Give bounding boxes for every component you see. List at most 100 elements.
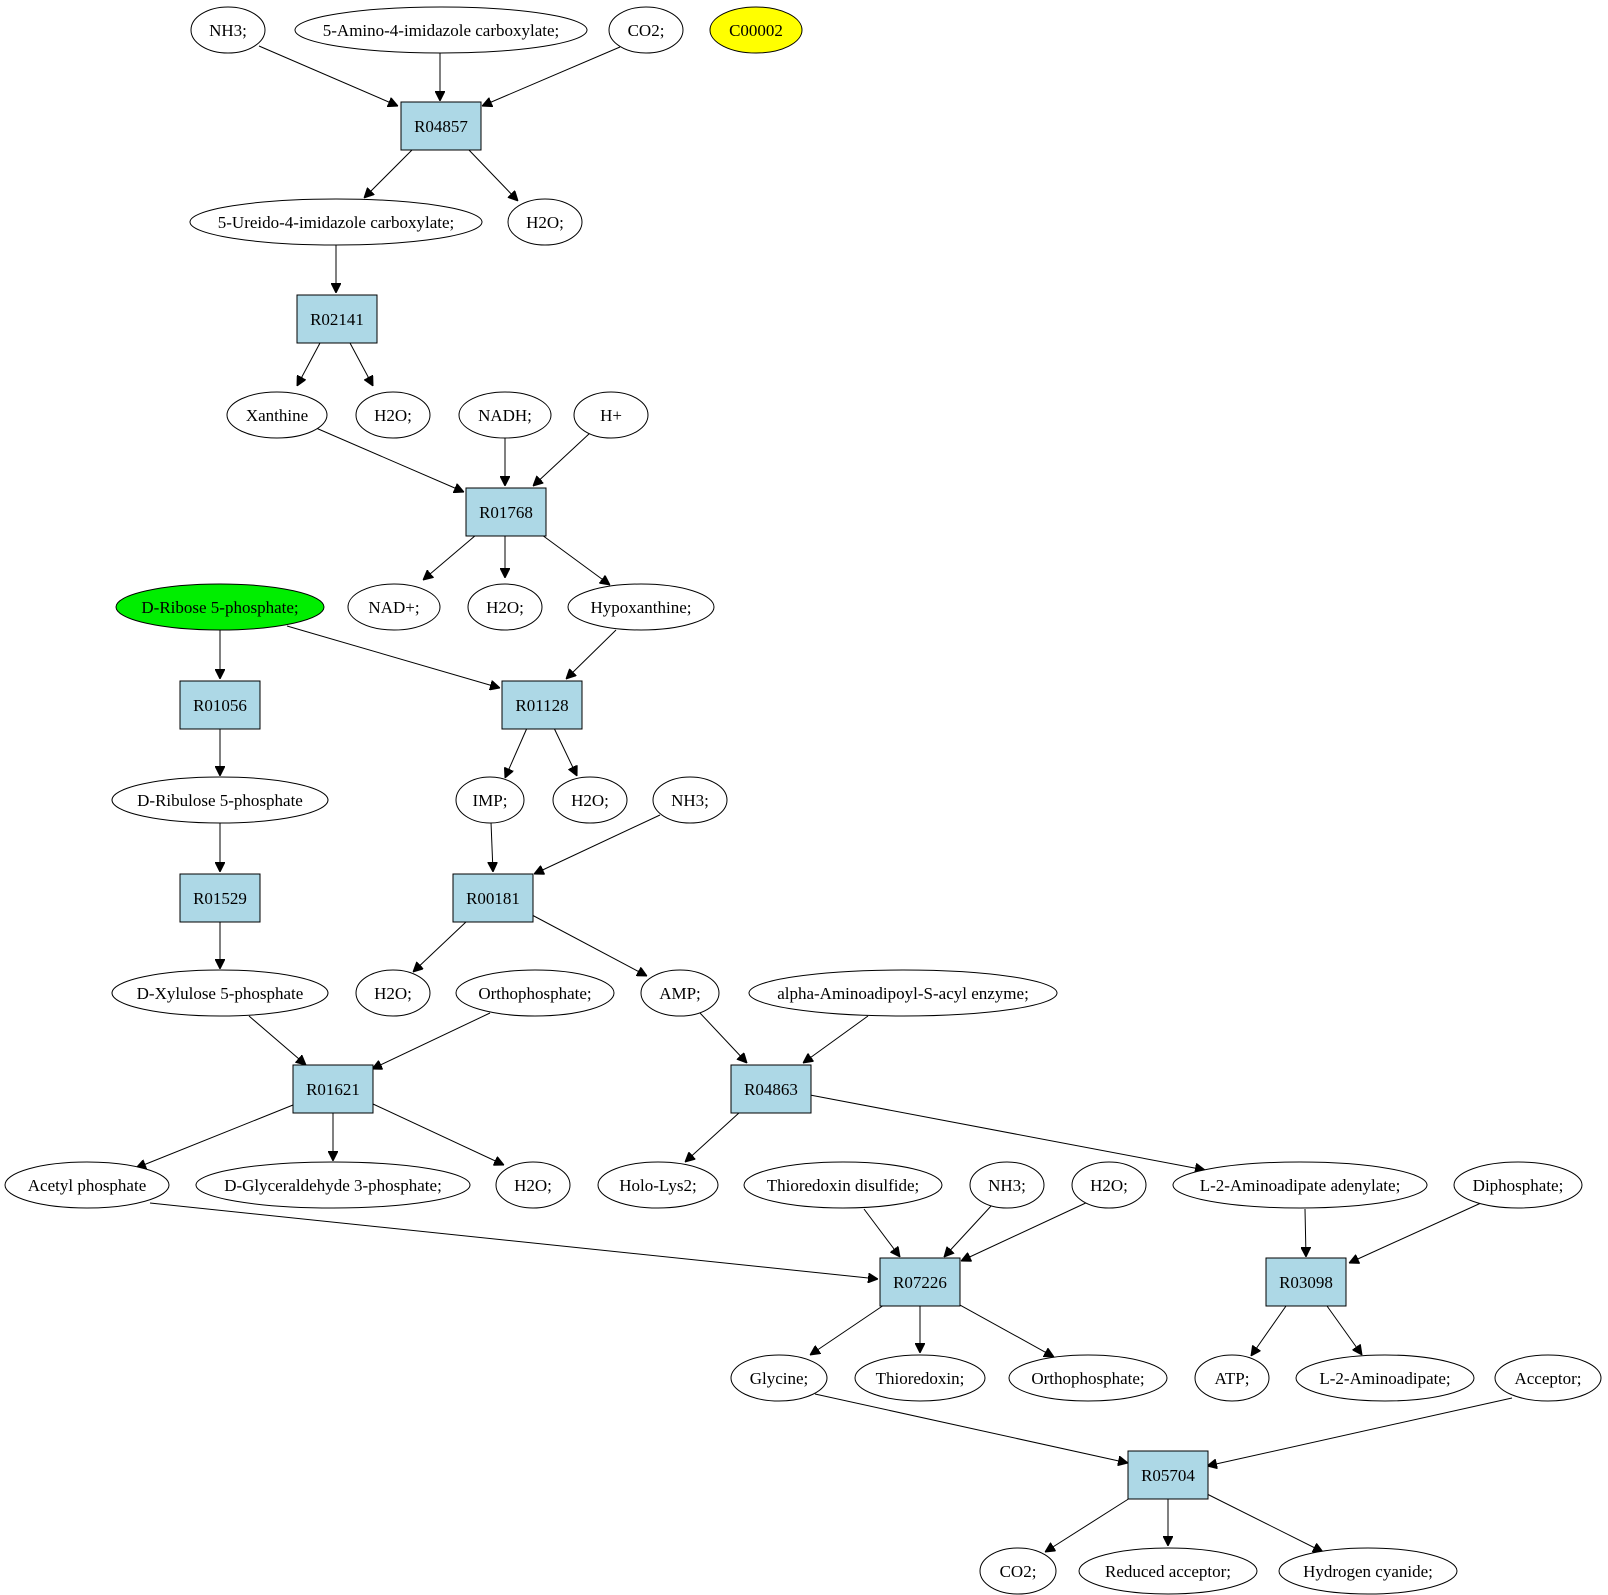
compound-node-5-amino-4-imidazole-carboxylate[interactable]: 5-Amino-4-imidazole carboxylate; <box>294 6 588 54</box>
reaction-node-r01529[interactable]: R01529 <box>179 873 261 923</box>
compound-label: H2O; <box>571 791 609 810</box>
edge-nh3-to-r00181 <box>534 814 661 874</box>
compound-label: H2O; <box>486 598 524 617</box>
compound-node-reduced-acceptor[interactable]: Reduced acceptor; <box>1078 1547 1258 1595</box>
compound-node-hplus[interactable]: H+ <box>573 391 649 439</box>
reaction-node-r01128[interactable]: R01128 <box>501 680 583 730</box>
reaction-label: R02141 <box>310 310 364 329</box>
edge-acetyl-phosphate-to-r07226 <box>149 1202 878 1279</box>
compound-label: NAD+; <box>368 598 419 617</box>
compound-node-hydrogen-cyanide[interactable]: Hydrogen cyanide; <box>1278 1547 1458 1595</box>
compound-label: C00002 <box>729 21 783 40</box>
compound-node-h2o[interactable]: H2O; <box>495 1161 571 1209</box>
edge-nh3-to-r07226 <box>944 1204 993 1257</box>
compound-node-acetyl-phosphate[interactable]: Acetyl phosphate <box>4 1161 170 1209</box>
edge-imp-to-r00181 <box>491 821 493 872</box>
reaction-node-r00181[interactable]: R00181 <box>452 873 534 923</box>
compound-node-xanthine[interactable]: Xanthine <box>226 391 328 439</box>
compound-label: 5-Amino-4-imidazole carboxylate; <box>323 21 560 40</box>
compound-node-nh3[interactable]: NH3; <box>652 776 728 824</box>
reaction-node-r01768[interactable]: R01768 <box>465 487 547 537</box>
edge-r04863-to-holo-lys2 <box>685 1111 741 1162</box>
compound-node-d-ribose-5-phosphate[interactable]: D-Ribose 5-phosphate; <box>115 583 325 631</box>
compound-node-co2[interactable]: CO2; <box>608 6 684 54</box>
compound-label: Hypoxanthine; <box>590 598 691 617</box>
compound-node-h2o[interactable]: H2O; <box>507 198 583 246</box>
edge-r04857-to-h2o <box>467 148 518 201</box>
compound-node-holo-lys2[interactable]: Holo-Lys2; <box>597 1161 719 1209</box>
compound-node-l-2-aminoadipate-adenylate[interactable]: L-2-Aminoadipate adenylate; <box>1172 1161 1428 1209</box>
reaction-node-r01056[interactable]: R01056 <box>179 680 261 730</box>
compound-node-thioredoxin[interactable]: Thioredoxin; <box>854 1354 986 1402</box>
edge-alpha-aminoadipoyl-to-r04863 <box>803 1015 869 1063</box>
compound-label: Thioredoxin disulfide; <box>767 1176 920 1195</box>
reaction-node-r02141[interactable]: R02141 <box>296 294 378 344</box>
compound-label: CO2; <box>628 21 665 40</box>
reaction-label: R07226 <box>893 1273 947 1292</box>
edge-r02141-to-h2o <box>349 342 373 386</box>
compound-label: L-2-Aminoadipate adenylate; <box>1200 1176 1401 1195</box>
compound-label: Orthophosphate; <box>478 984 591 1003</box>
edge-h2o-to-r07226 <box>961 1200 1091 1261</box>
compound-node-h2o[interactable]: H2O; <box>355 969 431 1017</box>
compound-label: 5-Ureido-4-imidazole carboxylate; <box>218 213 454 232</box>
compound-node-nh3[interactable]: NH3; <box>969 1161 1045 1209</box>
compound-node-nh3[interactable]: NH3; <box>190 6 266 54</box>
compound-label: IMP; <box>473 791 508 810</box>
edge-r01768-to-hypoxanthine <box>541 534 610 585</box>
compound-node-d-xylulose-5-phosphate[interactable]: D-Xylulose 5-phosphate <box>111 969 329 1017</box>
edge-r03098-to-l2-aminoadipate <box>1326 1305 1362 1355</box>
compound-label: Diphosphate; <box>1473 1176 1564 1195</box>
edge-layer <box>136 45 1513 1552</box>
compound-node-l-2-aminoadipate[interactable]: L-2-Aminoadipate; <box>1295 1354 1475 1402</box>
compound-label: Glycine; <box>750 1369 809 1388</box>
edge-r01768-to-nadplus <box>423 534 477 580</box>
compound-label: H2O; <box>374 984 412 1003</box>
compound-node-glycine[interactable]: Glycine; <box>730 1354 828 1402</box>
compound-node-acceptor[interactable]: Acceptor; <box>1494 1354 1602 1402</box>
compound-node-5-ureido-4-imidazole-carboxylate[interactable]: 5-Ureido-4-imidazole carboxylate; <box>189 198 483 246</box>
compound-node-orthophosphate[interactable]: Orthophosphate; <box>455 969 615 1017</box>
compound-node-hypoxanthine[interactable]: Hypoxanthine; <box>567 583 715 631</box>
reaction-node-r04857[interactable]: R04857 <box>400 101 482 151</box>
compound-node-co2[interactable]: CO2; <box>979 1547 1057 1595</box>
compound-node-d-ribulose-5-phosphate[interactable]: D-Ribulose 5-phosphate <box>111 776 329 824</box>
compound-node-thioredoxin-disulfide[interactable]: Thioredoxin disulfide; <box>743 1161 943 1209</box>
compound-label: D-Ribose 5-phosphate; <box>141 598 298 617</box>
compound-node-h2o[interactable]: H2O; <box>1071 1161 1147 1209</box>
compound-node-orthophosphate[interactable]: Orthophosphate; <box>1008 1354 1168 1402</box>
compound-node-d-glyceraldehyde-3-phosphate[interactable]: D-Glyceraldehyde 3-phosphate; <box>195 1161 471 1209</box>
reaction-label: R01056 <box>193 696 247 715</box>
compound-label: Xanthine <box>246 406 308 425</box>
compound-label: NH3; <box>671 791 709 810</box>
compound-node-atp[interactable]: ATP; <box>1194 1354 1270 1402</box>
edge-thioredoxin-disulfide-to-r07226 <box>863 1208 900 1257</box>
compound-node-diphosphate[interactable]: Diphosphate; <box>1453 1161 1583 1209</box>
compound-node-nadh[interactable]: NADH; <box>458 391 552 439</box>
reaction-node-r05704[interactable]: R05704 <box>1127 1450 1209 1500</box>
edge-r00181-to-h2o <box>413 920 468 972</box>
compound-label: Acetyl phosphate <box>28 1176 147 1195</box>
compound-label: H2O; <box>514 1176 552 1195</box>
reaction-label: R04857 <box>414 117 468 136</box>
compound-node-h2o[interactable]: H2O; <box>467 583 543 631</box>
compound-node-nadplus[interactable]: NAD+; <box>347 583 441 631</box>
compound-label: Acceptor; <box>1514 1369 1581 1388</box>
reaction-node-r04863[interactable]: R04863 <box>730 1064 812 1114</box>
compound-node-imp[interactable]: IMP; <box>455 776 525 824</box>
edge-orthophosphate-to-r01621 <box>372 1012 491 1069</box>
compound-node-h2o[interactable]: H2O; <box>355 391 431 439</box>
edge-r01128-to-h2o <box>553 727 577 776</box>
reaction-node-r01621[interactable]: R01621 <box>292 1064 374 1114</box>
compound-node-amp[interactable]: AMP; <box>640 969 720 1017</box>
compound-label: CO2; <box>1000 1562 1037 1581</box>
compound-node-h2o[interactable]: H2O; <box>552 776 628 824</box>
edge-xylulose5p-to-r01621 <box>248 1015 306 1065</box>
compound-node-alpha-aminoadipoyl-s-acyl-enzyme[interactable]: alpha-Aminoadipoyl-S-acyl enzyme; <box>748 969 1058 1017</box>
reaction-node-r03098[interactable]: R03098 <box>1265 1257 1347 1307</box>
reaction-label: R01128 <box>515 696 568 715</box>
reaction-node-r07226[interactable]: R07226 <box>879 1257 961 1307</box>
reaction-node-layer: R04857 R02141 R01768 R01056 R01128 R0152… <box>179 101 1347 1500</box>
compound-node-c00002[interactable]: C00002 <box>709 6 803 54</box>
